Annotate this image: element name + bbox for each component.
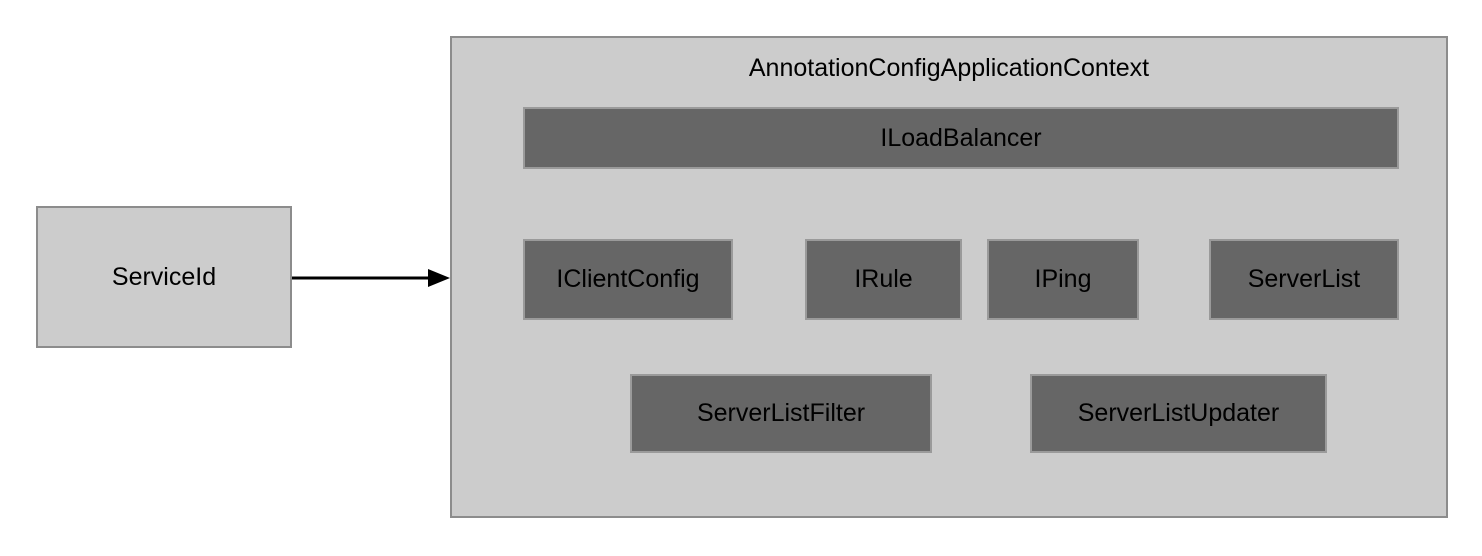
component-iping[interactable]: IPing <box>987 239 1139 320</box>
component-iloadbalancer-label: ILoadBalancer <box>880 123 1042 152</box>
arrow-icon <box>292 269 450 287</box>
component-serverlistfilter-label: ServerListFilter <box>696 399 866 427</box>
container-title: AnnotationConfigApplicationContext <box>748 54 1150 82</box>
component-iping-label: IPing <box>1034 265 1092 293</box>
component-serverlist-label: ServerList <box>1247 265 1361 293</box>
container-annotationconfigapplicationcontext: AnnotationConfigApplicationContext ILoad… <box>450 36 1448 518</box>
component-irule[interactable]: IRule <box>805 239 962 320</box>
serviceid-to-context-arrow <box>290 262 452 294</box>
component-serverlistfilter[interactable]: ServerListFilter <box>630 374 932 453</box>
component-iloadbalancer[interactable]: ILoadBalancer <box>523 107 1399 169</box>
node-serviceid-label: ServiceId <box>111 262 217 291</box>
component-serverlistupdater-label: ServerListUpdater <box>1077 399 1280 427</box>
component-serverlist[interactable]: ServerList <box>1209 239 1399 320</box>
component-iclientconfig[interactable]: IClientConfig <box>523 239 733 320</box>
component-irule-label: IRule <box>854 265 913 293</box>
node-serviceid[interactable]: ServiceId <box>36 206 292 348</box>
component-iclientconfig-label: IClientConfig <box>556 265 700 293</box>
component-serverlistupdater[interactable]: ServerListUpdater <box>1030 374 1327 453</box>
